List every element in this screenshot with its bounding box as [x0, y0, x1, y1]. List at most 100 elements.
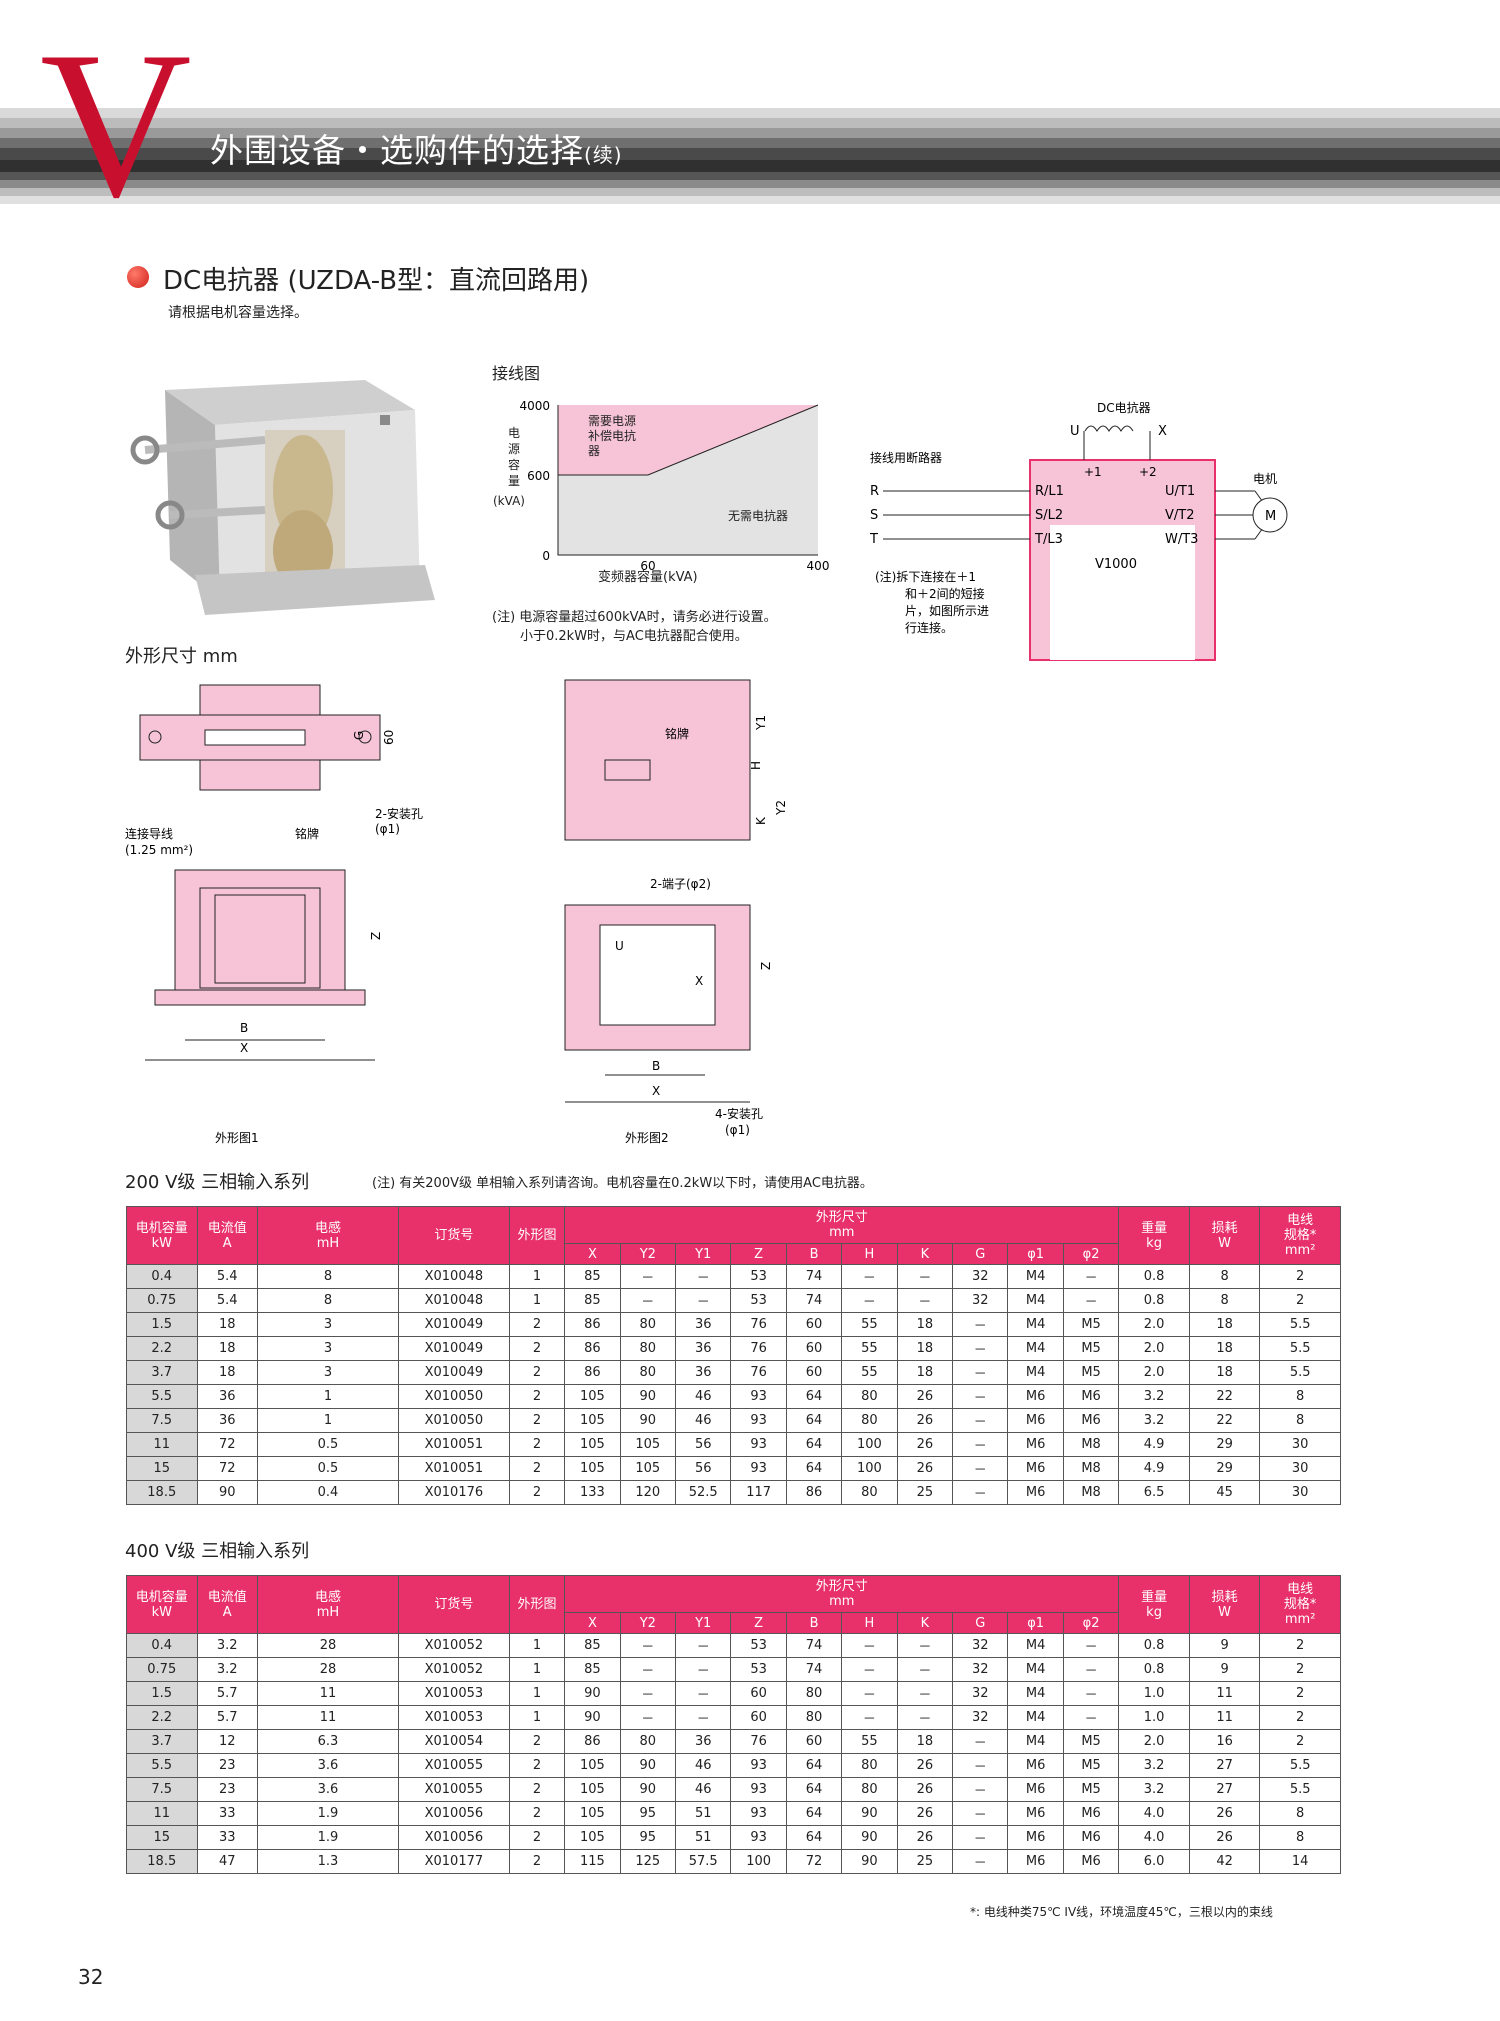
table-cell: － [1062, 1705, 1120, 1730]
table200-note: (注) 有关200V级 单相输入系列请咨询。电机容量在0.2kW以下时，请使用A… [372, 1176, 873, 1191]
hdr-dim-col: Z [730, 1243, 787, 1265]
input-r: R [870, 484, 879, 499]
table-cell: 5.5 [1259, 1360, 1341, 1385]
table-cell: X010056 [397, 1825, 510, 1850]
table-cell: 2 [508, 1432, 566, 1457]
table-cell: X010055 [397, 1777, 510, 1802]
table-cell: 32 [952, 1288, 1009, 1313]
outline-fig1: G 60 2-安装孔 (φ1) 连接导线 (1.25 mm²) 铭牌 Z B X… [125, 684, 423, 1145]
table-cell: 2 [508, 1408, 566, 1433]
fig2-h: H [749, 761, 763, 770]
table-cell: 36 [196, 1384, 258, 1409]
table-cell: 74 [785, 1264, 843, 1289]
table-cell: 53 [730, 1264, 787, 1289]
ylabel-3: 容 [508, 457, 520, 472]
fig1-plate: 铭牌 [295, 826, 319, 841]
table-cell: － [952, 1360, 1009, 1385]
table-cell: 85 [564, 1657, 621, 1682]
table-cell: X010053 [397, 1681, 510, 1706]
table-cell: M5 [1062, 1336, 1120, 1361]
term-v: V/T2 [1165, 508, 1195, 523]
table-cell: 125 [619, 1849, 677, 1874]
table-cell: 105 [564, 1384, 621, 1409]
table-cell: 3.2 [1118, 1408, 1190, 1433]
table-cell: 5.5 [1259, 1336, 1341, 1361]
term-r: R/L1 [1035, 484, 1064, 499]
table-cell: － [896, 1288, 954, 1313]
plus2-label: +2 [1139, 465, 1157, 479]
table-cell: － [952, 1408, 1009, 1433]
table-cell: X010052 [397, 1657, 510, 1682]
table-cell: － [896, 1705, 954, 1730]
table400-title: 400 V级 三相输入系列 [125, 1541, 310, 1562]
table-cell: X010056 [397, 1801, 510, 1826]
table-cell: M5 [1062, 1753, 1120, 1778]
table-cell: 11 [126, 1432, 198, 1457]
table-cell: 0.75 [126, 1657, 198, 1682]
table-cell: X010177 [397, 1849, 510, 1874]
table-cell: 7.5 [126, 1777, 198, 1802]
circuit-note-1: (注)拆下连接在＋1 [875, 569, 976, 584]
table-cell: X010054 [397, 1729, 510, 1754]
table-cell: 76 [730, 1336, 787, 1361]
table-cell: 55 [841, 1729, 898, 1754]
fig2-y1: Y1 [754, 715, 768, 731]
circuit-note-2: 和＋2间的短接 [905, 586, 985, 601]
table-cell: 26 [896, 1408, 954, 1433]
table-cell: 2 [508, 1480, 566, 1505]
table-cell: 32 [952, 1705, 1009, 1730]
table-cell: 36 [675, 1312, 732, 1337]
table-cell: 0.4 [126, 1264, 198, 1289]
hdr-dim-col: B [785, 1243, 843, 1265]
hdr-dim-col: Y1 [675, 1612, 732, 1634]
table-cell: 86 [564, 1336, 621, 1361]
fig2-b: B [652, 1059, 660, 1073]
table-cell: － [841, 1264, 898, 1289]
table-cell: 2 [1259, 1657, 1341, 1682]
table-cell: 105 [564, 1825, 621, 1850]
table-cell: 95 [619, 1825, 677, 1850]
table-cell: X010049 [397, 1336, 510, 1361]
table-cell: 45 [1188, 1480, 1261, 1505]
table-cell: 85 [564, 1288, 621, 1313]
table-cell: 12 [196, 1729, 258, 1754]
table-cell: 23 [196, 1777, 258, 1802]
table-cell: 57.5 [675, 1849, 732, 1874]
table-cell: 5.5 [1259, 1777, 1341, 1802]
table-cell: 80 [841, 1480, 898, 1505]
table-cell: 86 [564, 1729, 621, 1754]
table-cell: 1.3 [256, 1849, 399, 1874]
table-cell: 85 [564, 1633, 621, 1658]
table-cell: 18 [196, 1336, 258, 1361]
inverter-label: V1000 [1095, 557, 1137, 572]
breaker-label: 接线用断路器 [870, 450, 942, 465]
table-cell: － [896, 1264, 954, 1289]
table-cell: 15 [126, 1825, 198, 1850]
table-cell: 72 [785, 1849, 843, 1874]
table-cell: 93 [730, 1801, 787, 1826]
region-need-2: 补偿电抗 [588, 428, 636, 443]
x-tick-label: 400 [807, 559, 830, 573]
chart-note-2: 小于0.2kW时，与AC电抗器配合使用。 [520, 629, 748, 644]
reactor-photo [130, 380, 435, 615]
table-cell: － [896, 1633, 954, 1658]
table-cell: 105 [564, 1777, 621, 1802]
table-cell: 2 [1259, 1705, 1341, 1730]
table-cell: 6.5 [1118, 1480, 1190, 1505]
table-cell: 1.9 [256, 1801, 399, 1826]
table-cell: 33 [196, 1825, 258, 1850]
table-cell: 120 [619, 1480, 677, 1505]
table-cell: 93 [730, 1777, 787, 1802]
table-cell: 1.5 [126, 1312, 198, 1337]
table-cell: 90 [619, 1408, 677, 1433]
table-cell: － [952, 1480, 1009, 1505]
table-cell: X010049 [397, 1360, 510, 1385]
